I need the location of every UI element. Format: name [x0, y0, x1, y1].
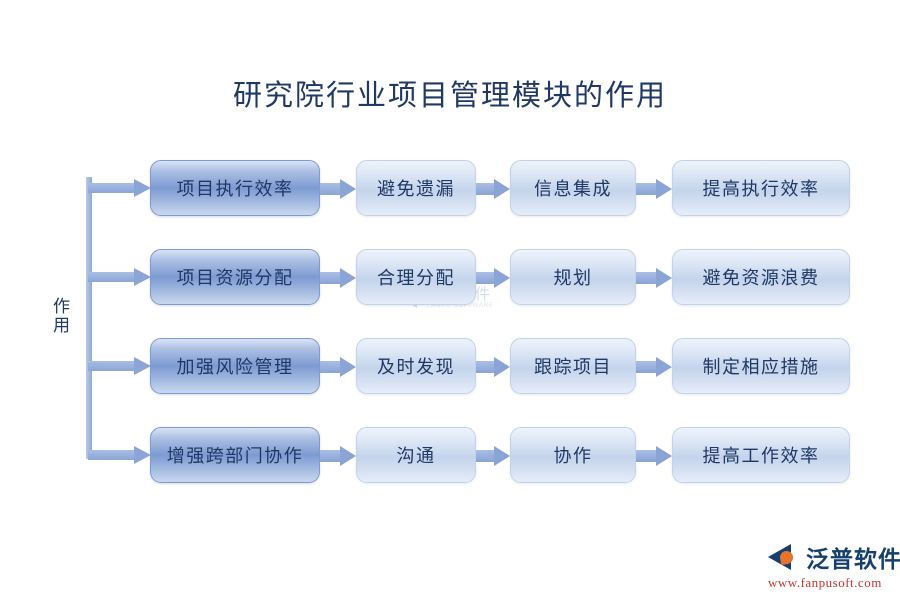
flow-node-r1-c3[interactable]: 信息集成 — [510, 160, 636, 216]
flow-node-r2-c3[interactable]: 规划 — [510, 249, 636, 305]
flow-row: 项目资源分配 合理分配 规划 避免资源浪费 — [0, 249, 900, 307]
flow-node-label: 提高工作效率 — [702, 446, 820, 466]
connector-arrow-r1-c1 — [320, 179, 356, 199]
flow-node-label: 避免资源浪费 — [702, 268, 820, 288]
brand-logo: 泛普软件 www.fanpusoft.com — [768, 540, 900, 591]
branch-arrow-row-1 — [88, 179, 152, 197]
flow-node-r3-c2[interactable]: 及时发现 — [356, 338, 476, 394]
fanpu-logo-icon — [768, 542, 801, 572]
flow-node-r2-c1[interactable]: 项目资源分配 — [150, 249, 320, 305]
flow-node-label: 合理分配 — [377, 268, 455, 288]
flow-node-label: 规划 — [553, 268, 593, 288]
branch-arrow-row-4 — [88, 446, 152, 464]
connector-arrow-r4-c3 — [636, 446, 672, 466]
flow-node-r2-c2[interactable]: 合理分配 — [356, 249, 476, 305]
connector-arrow-r3-c2 — [476, 357, 510, 377]
brand-url: www.fanpusoft.com — [768, 575, 882, 590]
flow-node-label: 项目资源分配 — [176, 268, 294, 288]
flow-node-label: 提高执行效率 — [702, 179, 820, 199]
connector-arrow-r2-c1 — [320, 268, 356, 288]
flow-row: 加强风险管理 及时发现 跟踪项目 制定相应措施 — [0, 338, 900, 396]
connector-arrow-r1-c2 — [476, 179, 510, 199]
flow-row: 增强跨部门协作 沟通 协作 提高工作效率 — [0, 427, 900, 485]
flow-row: 项目执行效率 避免遗漏 信息集成 提高执行效率 — [0, 160, 900, 218]
flow-node-label: 沟通 — [396, 446, 436, 466]
connector-arrow-r1-c3 — [636, 179, 672, 199]
flow-node-r4-c2[interactable]: 沟通 — [356, 427, 476, 483]
flow-node-label: 制定相应措施 — [702, 357, 820, 377]
branch-arrow-row-2 — [88, 268, 152, 286]
connector-arrow-r3-c3 — [636, 357, 672, 377]
page-title: 研究院行业项目管理模块的作用 — [232, 80, 667, 112]
root-label: 作用 — [50, 297, 69, 335]
connector-arrow-r4-c2 — [476, 446, 510, 466]
flow-node-r2-c4[interactable]: 避免资源浪费 — [672, 249, 850, 305]
flow-node-label: 跟踪项目 — [534, 357, 612, 377]
connector-arrow-r2-c3 — [636, 268, 672, 288]
connector-arrow-r4-c1 — [320, 446, 356, 466]
flow-node-label: 避免遗漏 — [377, 179, 455, 199]
connector-arrow-r2-c2 — [476, 268, 510, 288]
flow-node-label: 及时发现 — [377, 357, 455, 377]
flow-node-label: 信息集成 — [534, 179, 612, 199]
flow-node-r4-c1[interactable]: 增强跨部门协作 — [150, 427, 320, 483]
flow-node-label: 增强跨部门协作 — [166, 446, 304, 466]
flow-node-r3-c4[interactable]: 制定相应措施 — [672, 338, 850, 394]
flow-node-r4-c4[interactable]: 提高工作效率 — [672, 427, 850, 483]
brand-name: 泛普软件 — [806, 546, 900, 572]
flow-node-label: 协作 — [553, 446, 593, 466]
trunk-line — [86, 177, 92, 459]
flow-node-r3-c1[interactable]: 加强风险管理 — [150, 338, 320, 394]
flow-node-r1-c4[interactable]: 提高执行效率 — [672, 160, 850, 216]
branch-arrow-row-3 — [88, 357, 152, 375]
flow-node-r1-c2[interactable]: 避免遗漏 — [356, 160, 476, 216]
flow-node-r3-c3[interactable]: 跟踪项目 — [510, 338, 636, 394]
connector-arrow-r3-c1 — [320, 357, 356, 377]
flow-node-r1-c1[interactable]: 项目执行效率 — [150, 160, 320, 216]
flow-node-label: 加强风险管理 — [176, 357, 294, 377]
flow-node-label: 项目执行效率 — [176, 179, 294, 199]
flow-node-r4-c3[interactable]: 协作 — [510, 427, 636, 483]
